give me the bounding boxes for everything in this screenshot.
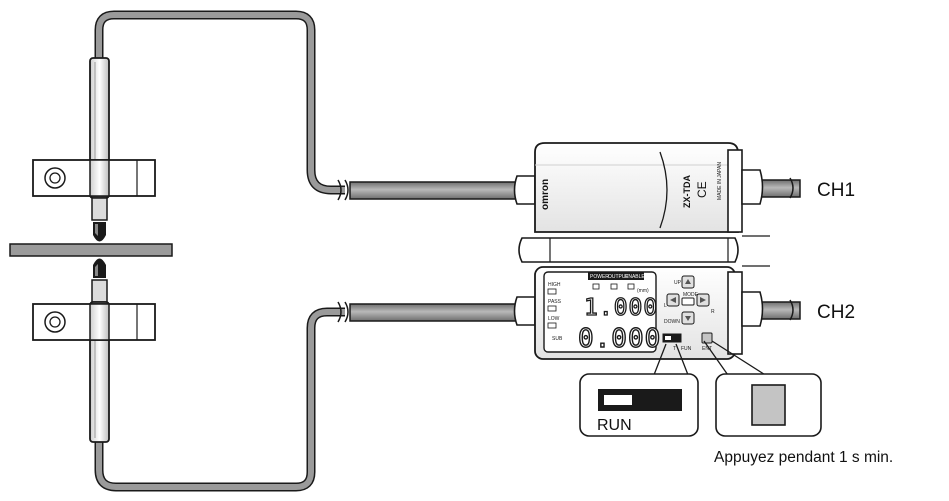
amp1-made-in: MADE IN JAPAN: [717, 162, 723, 200]
probe-cables: [94, 10, 345, 492]
judge-pass-label: PASS: [548, 299, 562, 305]
key-enter-button[interactable]: [701, 332, 713, 344]
run-switch-callout: RUN: [579, 343, 699, 437]
mode-switch[interactable]: [662, 333, 682, 343]
key-down-label: DOWN: [664, 319, 680, 325]
judge-low-label: LOW: [548, 316, 560, 322]
key-up-label: UP: [674, 280, 682, 286]
workpiece-plate: [9, 243, 173, 257]
key-mode-label: MODE: [683, 292, 699, 298]
sub-label: SUB: [552, 336, 563, 342]
run-label: RUN: [597, 417, 632, 434]
indicator-output: OUTPUT: [608, 274, 629, 280]
key-mode-button[interactable]: [681, 297, 695, 306]
main-display-value: 1.000: [584, 295, 658, 321]
judge-high-label: HIGH: [548, 282, 561, 288]
amplifier-ch1: omron ZX-TDA CE MADE IN JAPAN: [513, 142, 764, 233]
key-right-label: R: [711, 309, 715, 315]
lower-probe: [89, 258, 110, 443]
ch2-label: CH2: [817, 302, 855, 323]
press-instruction: Appuyez pendant 1 s min.: [714, 449, 893, 466]
amplifier-link: [518, 235, 770, 267]
upper-probe: [89, 57, 110, 242]
amplifier-ch2: POWER OUTPUT ENABLE HIGH PASS LOW SUB (m…: [513, 266, 764, 360]
key-right-button[interactable]: [696, 293, 710, 307]
switch-pos-fun: FUN: [681, 346, 692, 352]
key-left-label: L: [664, 303, 667, 309]
key-down-button[interactable]: [681, 311, 695, 325]
indicator-enable: ENABLE: [625, 274, 645, 280]
amp1-brand: omron: [540, 179, 551, 210]
amp1-ce-mark: CE: [695, 181, 709, 198]
unit-label: (mm): [637, 288, 649, 294]
ch1-label: CH1: [817, 180, 855, 201]
indicator-power: POWER: [590, 274, 609, 280]
lower-probe-clamp: [32, 303, 156, 341]
upper-probe-clamp: [32, 159, 156, 197]
keypad: UP L MODE R DOWN: [664, 275, 715, 352]
key-enter-label: ENT: [702, 346, 712, 352]
sub-display-value: 0.000: [578, 324, 661, 354]
key-left-button[interactable]: [666, 293, 680, 307]
amp1-model: ZX-TDA: [682, 175, 692, 208]
key-up-button[interactable]: [681, 275, 695, 289]
enter-button-callout: [703, 340, 822, 437]
switch-pos-t: T: [673, 346, 676, 352]
